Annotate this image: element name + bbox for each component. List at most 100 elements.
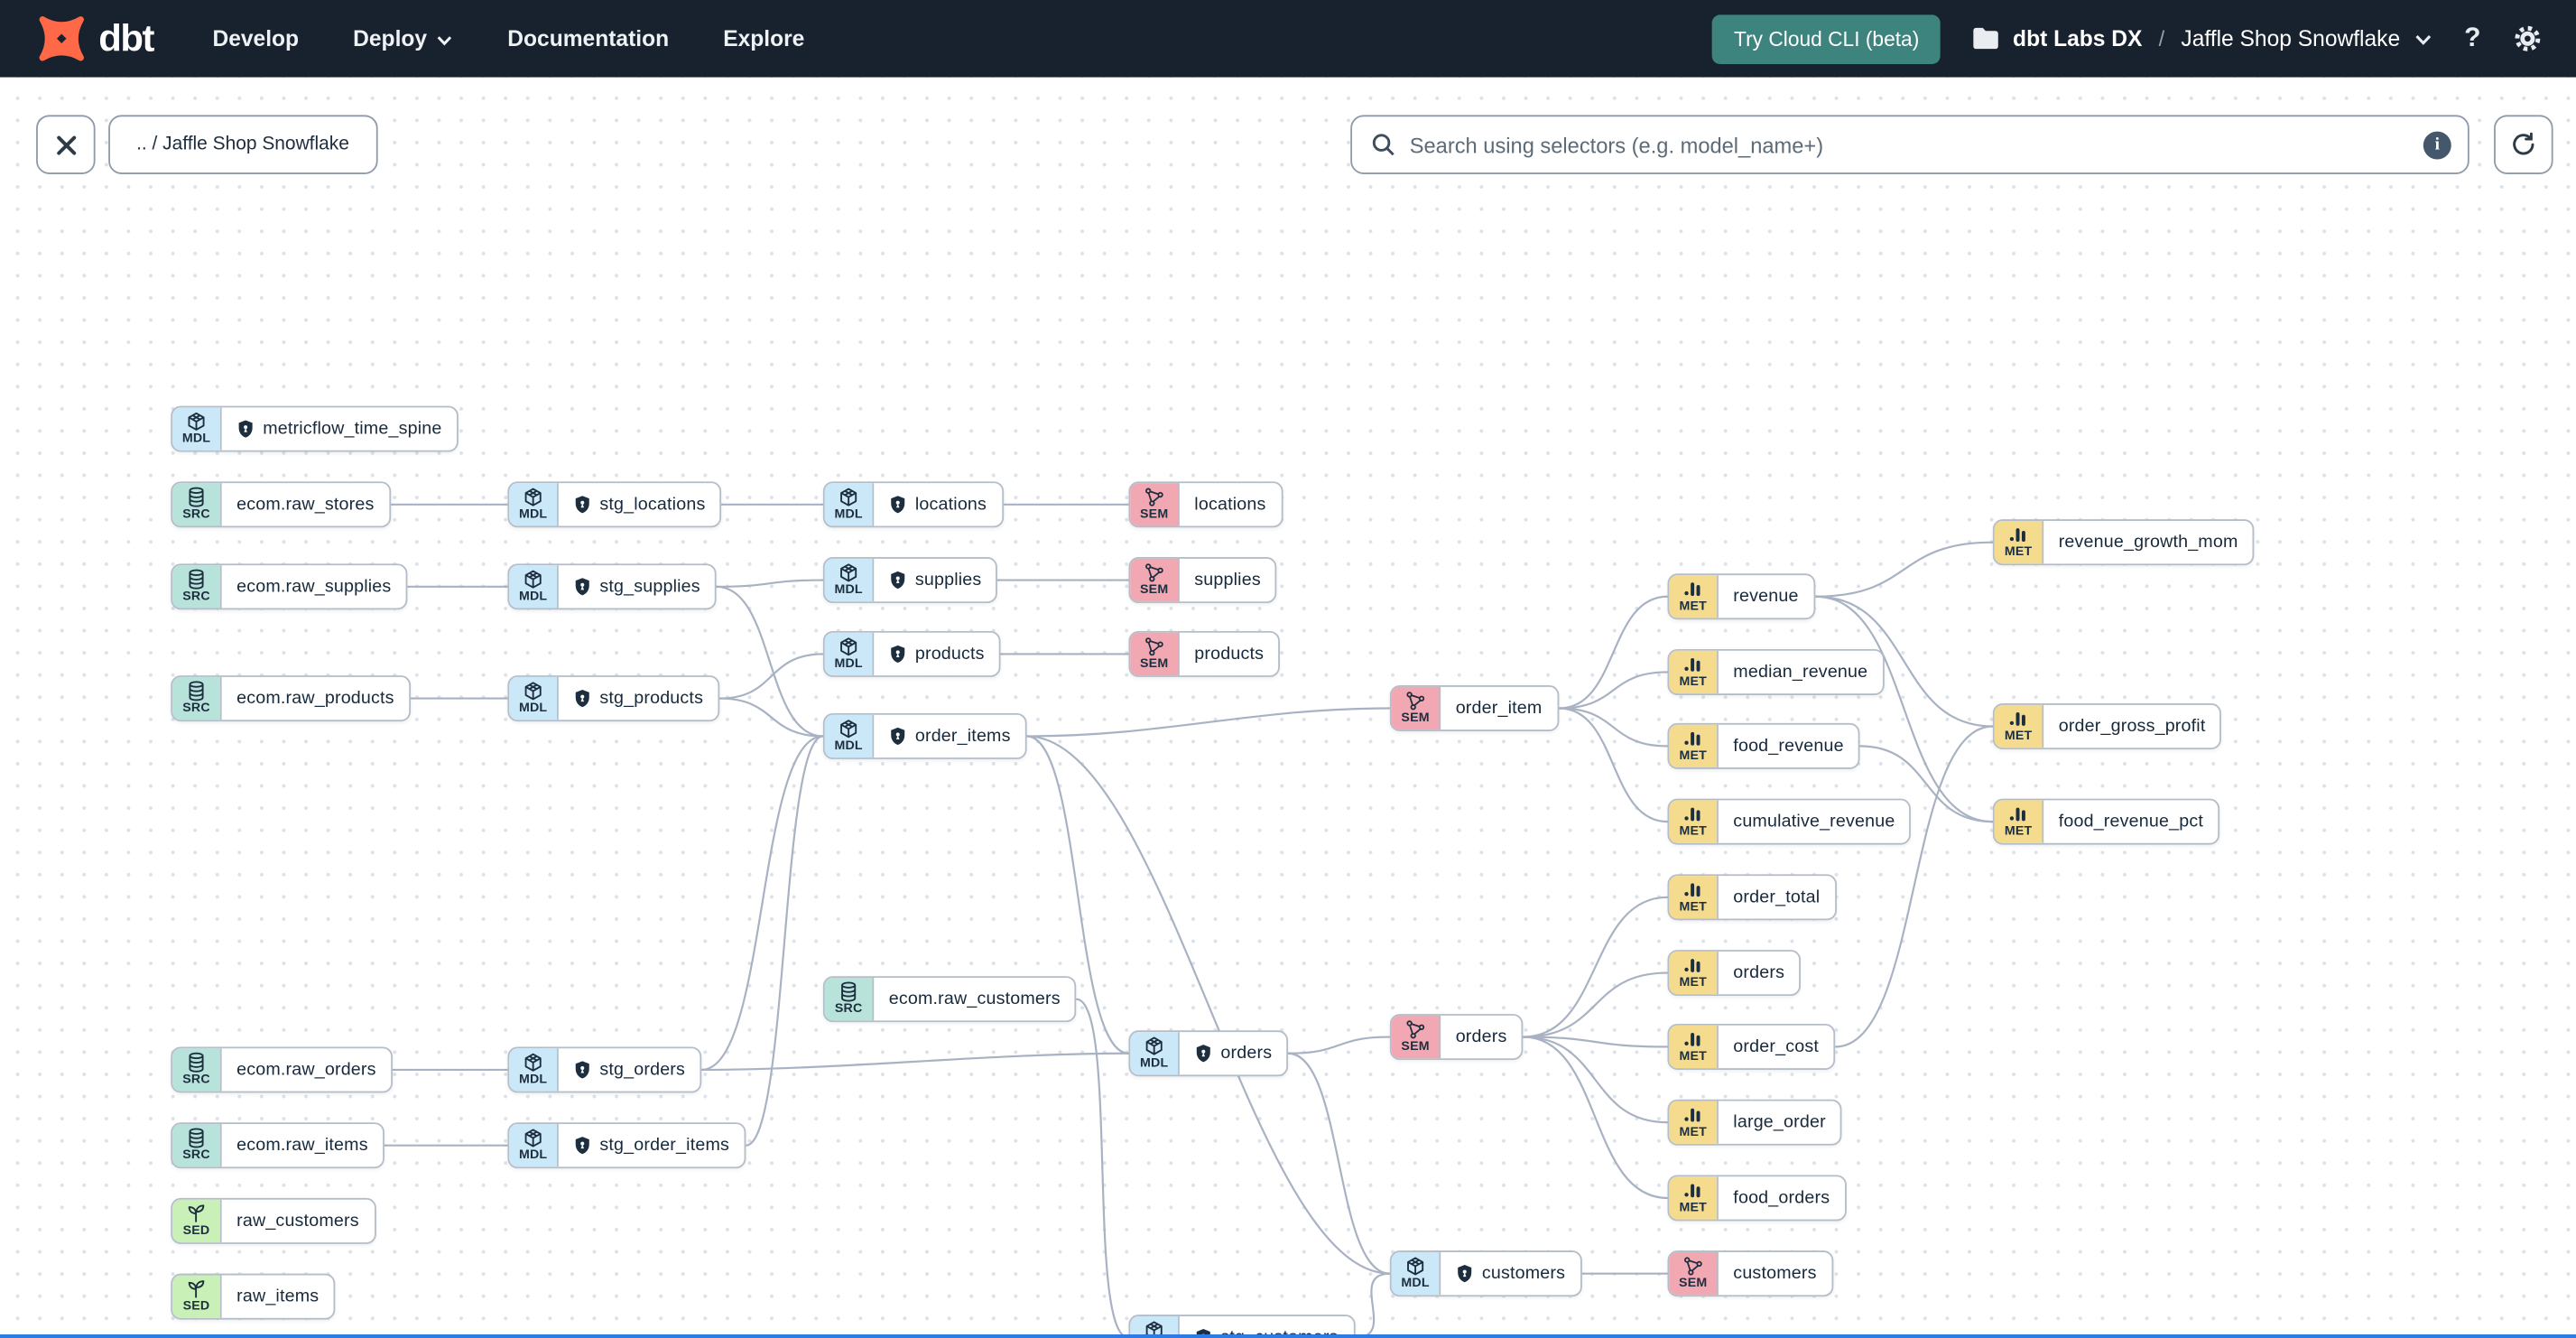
metric-icon <box>1682 579 1704 600</box>
node-metricflow_time_spine[interactable]: MDL metricflow_time_spine <box>171 405 459 452</box>
metric-icon <box>1682 1029 1704 1051</box>
gear-icon[interactable] <box>2512 23 2544 54</box>
node-body: ecom.raw_products <box>222 677 409 720</box>
node-type-label: MDL <box>1401 1275 1430 1291</box>
nav-documentation[interactable]: Documentation <box>507 26 670 51</box>
cube-icon <box>838 719 859 740</box>
node-body: supplies <box>1180 559 1275 601</box>
node-type-label: MDL <box>518 589 548 604</box>
project-switcher[interactable]: dbt Labs DX / Jaffle Shop Snowflake <box>1972 26 2433 51</box>
project-name: Jaffle Shop Snowflake <box>2181 26 2401 51</box>
cube-icon <box>186 412 208 433</box>
try-cloud-cli-button[interactable]: Try Cloud CLI (beta) <box>1712 14 1941 64</box>
node-type-badge: MET <box>1994 704 2044 748</box>
lineage-edge <box>746 735 824 1147</box>
node-body: revenue <box>1719 575 1813 618</box>
node-label: food_revenue_pct <box>2058 812 2203 832</box>
node-label: ecom.raw_products <box>236 688 394 709</box>
nav-explore[interactable]: Explore <box>723 26 805 51</box>
help-button[interactable]: ? <box>2464 23 2481 53</box>
node-body: order_item <box>1441 687 1557 729</box>
nav-develop[interactable]: Develop <box>212 26 300 51</box>
node-body: orders <box>1719 952 1800 994</box>
node-type-label: MET <box>1679 599 1707 614</box>
seed-icon <box>186 1279 208 1301</box>
node-body: orders <box>1441 1016 1522 1058</box>
search-input[interactable] <box>1409 132 2411 157</box>
refresh-button[interactable] <box>2494 115 2553 174</box>
lineage-edge <box>1355 1272 1390 1338</box>
node-type-badge: MDL <box>509 483 559 526</box>
node-body: locations <box>1180 483 1281 525</box>
node-type-label: MET <box>1679 1200 1707 1215</box>
node-met_food_revenue_pct[interactable]: MET food_revenue_pct <box>1992 798 2220 845</box>
lineage-breadcrumb[interactable]: .. / Jaffle Shop Snowflake <box>108 115 377 174</box>
node-body: stg_order_items <box>559 1124 745 1166</box>
chevron-down-icon <box>2415 34 2432 45</box>
node-label: food_revenue <box>1733 736 1844 757</box>
node-label: raw_customers <box>236 1211 359 1231</box>
node-label: cumulative_revenue <box>1733 812 1895 832</box>
shield-icon <box>573 577 591 597</box>
node-type-badge: MET <box>1669 724 1719 768</box>
node-label: locations <box>914 494 987 515</box>
node-label: ecom.raw_items <box>236 1135 368 1156</box>
close-lineage-button[interactable] <box>36 115 96 174</box>
node-type-badge: SED <box>172 1275 222 1318</box>
dbt-logo[interactable]: dbt <box>36 14 154 64</box>
nav-deploy[interactable]: Deploy <box>353 26 453 51</box>
node-met_food_revenue[interactable]: MET food_revenue <box>1667 722 1860 769</box>
shield-icon <box>889 645 907 664</box>
node-met_revenue[interactable]: MET revenue <box>1667 573 1815 620</box>
metric-icon <box>2007 709 2029 730</box>
database-icon <box>186 1128 208 1149</box>
node-label: supplies <box>1194 570 1261 590</box>
node-type-label: MDL <box>181 431 211 446</box>
chevron-down-icon <box>437 35 451 45</box>
node-type-badge: MET <box>1994 800 2044 843</box>
node-label: metricflow_time_spine <box>263 419 442 439</box>
breadcrumb-separator: / <box>2158 26 2165 51</box>
lineage-edge <box>1523 1036 1668 1124</box>
shield-icon <box>573 1136 591 1156</box>
cube-icon <box>838 487 859 508</box>
node-label: revenue_growth_mom <box>2058 532 2238 553</box>
metric-icon <box>1682 729 1704 750</box>
info-icon[interactable]: i <box>2423 130 2451 159</box>
